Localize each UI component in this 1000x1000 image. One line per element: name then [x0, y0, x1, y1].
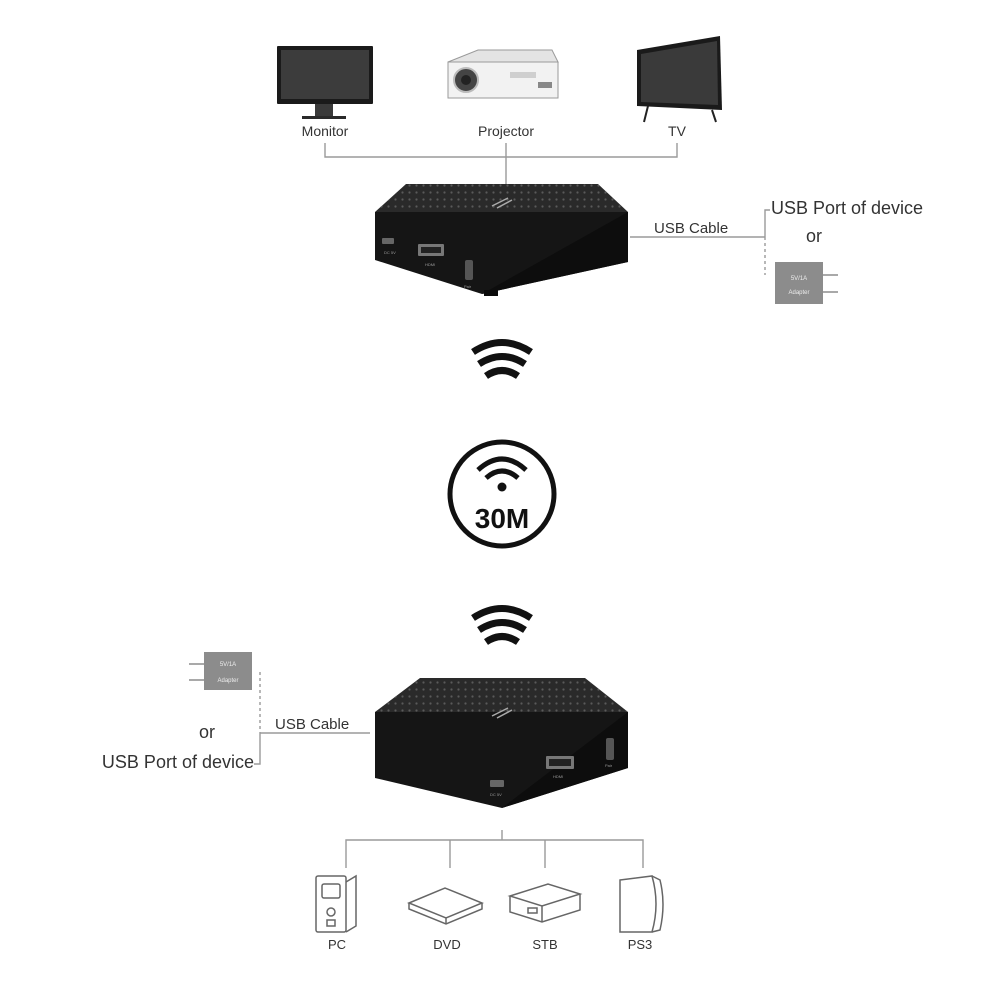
game-console-icon [619, 875, 664, 933]
bottom-usb-port-label: USB Port of device [102, 752, 254, 772]
transmitter-logo-icon [491, 707, 513, 719]
top-usb-cable-label: USB Cable [654, 220, 728, 237]
transmitter-port-label-pair: Pair [605, 763, 613, 768]
bottom-power-connectors [254, 672, 370, 765]
transmitter-hdmi-port [546, 756, 574, 769]
bottom-or-label: or [199, 722, 215, 742]
wifi-waves-down-icon [471, 339, 533, 379]
wifi-waves-up-icon [471, 605, 533, 645]
tv-icon [637, 36, 722, 123]
receiver-hdmi-port [418, 244, 444, 256]
top-usb-port-label: USB Port of device [771, 198, 923, 218]
transmitter-dc-port [490, 780, 504, 787]
pc-tower-icon [315, 874, 357, 933]
transmitter-port-label-hdmi: HDMI [553, 774, 563, 779]
bottom-adapter-name: Adapter [217, 678, 238, 684]
receiver-port-label-dc: DC 5V [384, 250, 396, 255]
set-top-box-icon [507, 883, 583, 923]
dvd-player-icon [407, 887, 484, 925]
monitor-icon [277, 46, 373, 119]
display-label-tv: TV [668, 123, 687, 139]
bottom-usb-cable-label: USB Cable [275, 716, 349, 733]
top-power-adapter-icon [775, 262, 838, 304]
transmitter-unit: DC 5V HDMI Pair [375, 678, 628, 808]
receiver-port-label-hdmi: HDMI [425, 262, 435, 267]
range-badge [447, 439, 557, 549]
source-label-ps3: PS3 [628, 937, 653, 952]
top-or-label: or [806, 226, 822, 246]
display-label-projector: Projector [478, 123, 534, 139]
receiver-unit: DC 5V HDMI Pair [375, 184, 628, 296]
bottom-power-adapter-icon [189, 652, 252, 690]
top-adapter-rating: 5V/1A [791, 276, 807, 282]
top-power-connectors [630, 209, 770, 275]
source-label-pc: PC [328, 937, 346, 952]
source-label-dvd: DVD [433, 937, 460, 952]
source-label-stb: STB [532, 937, 557, 952]
bottom-adapter-rating: 5V/1A [220, 662, 236, 668]
receiver-pair-button [465, 260, 473, 280]
transmitter-pair-button [606, 738, 614, 760]
display-label-monitor: Monitor [302, 123, 349, 139]
display-connector-lines [324, 143, 678, 185]
source-connector-lines [345, 830, 644, 868]
receiver-dc-port [382, 238, 394, 244]
receiver-port-label-pair: Pair [464, 284, 472, 289]
wifi-signal-icon [476, 456, 528, 492]
range-distance-label: 30M [475, 503, 529, 534]
transmitter-port-label-dc: DC 5V [490, 792, 502, 797]
projector-icon [447, 49, 559, 99]
top-adapter-name: Adapter [788, 290, 809, 296]
receiver-logo-icon [491, 197, 513, 209]
